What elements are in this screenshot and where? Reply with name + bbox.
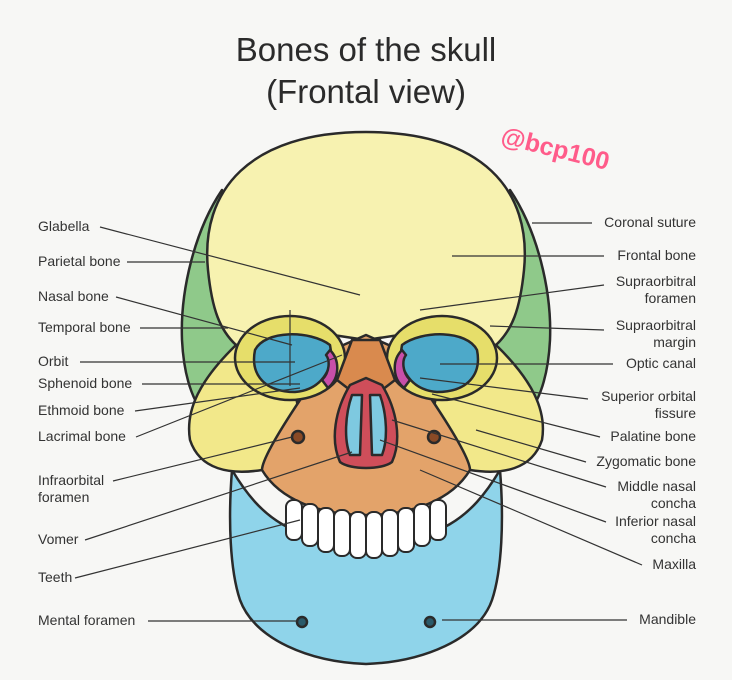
label-inferior-nasal-line1: Inferior nasal	[615, 513, 696, 529]
page-title: Bones of the skull	[235, 31, 497, 68]
label-nasal-bone: Nasal bone	[38, 288, 109, 304]
page-subtitle: (Frontal view)	[266, 73, 466, 110]
fissure-left	[320, 348, 339, 390]
infraorbital-foramen-left	[290, 429, 306, 445]
label-supraorbital-foramen: Supraorbitral foramen	[616, 273, 696, 307]
label-middle-nasal-line1: Middle nasal	[617, 478, 696, 494]
label-middle-nasal-line2: concha	[650, 495, 696, 511]
label-maxilla: Maxilla	[652, 556, 696, 572]
label-middle-nasal-concha: Middle nasal concha	[617, 478, 696, 512]
label-infraorbital-foramen: Infraorbital foramen	[38, 472, 104, 506]
label-inferior-nasal-concha: Inferior nasal concha	[615, 513, 696, 547]
label-temporal-bone: Temporal bone	[38, 319, 131, 335]
label-inferior-nasal-line2: concha	[650, 530, 696, 546]
label-parietal-bone: Parietal bone	[38, 253, 121, 269]
frontal-bone-shape	[205, 130, 527, 347]
label-lacrimal-bone: Lacrimal bone	[38, 428, 126, 444]
label-palatine-bone: Palatine bone	[610, 428, 696, 444]
label-superior-orbital-line1: Superior orbital	[601, 388, 696, 404]
mental-foramen-left	[295, 615, 309, 629]
label-supraorbital-foramen-line2: foramen	[644, 290, 696, 306]
label-infraorbital-line1: Infraorbital	[38, 472, 105, 488]
concha-left	[344, 393, 364, 457]
label-optic-canal: Optic canal	[625, 355, 696, 371]
label-orbit: Orbit	[38, 353, 69, 369]
label-infraorbital-line2: foramen	[38, 489, 90, 505]
mental-foramen-right	[423, 615, 437, 629]
label-supraorbital-margin-line1: Supraorbitral	[615, 317, 696, 333]
label-superior-orbital-fissure: Superior orbital fissure	[601, 388, 696, 422]
label-supraorbital-margin: Supraorbitral margin	[616, 317, 696, 351]
label-mandible: Mandible	[639, 611, 696, 627]
label-teeth: Teeth	[38, 569, 73, 585]
label-ethmoid-bone: Ethmoid bone	[38, 402, 125, 418]
fissure-right	[393, 348, 412, 390]
label-vomer: Vomer	[38, 531, 79, 547]
concha-right	[368, 393, 388, 457]
label-mental-foramen: Mental foramen	[38, 612, 136, 628]
label-coronal-suture: Coronal suture	[604, 214, 696, 230]
label-frontal-bone: Frontal bone	[617, 247, 696, 263]
label-sphenoid-bone: Sphenoid bone	[38, 375, 133, 391]
label-supraorbital-foramen-line1: Supraorbitral	[615, 273, 696, 289]
leader-lines	[74, 222, 643, 622]
orbit-left-inner	[252, 333, 333, 394]
label-superior-orbital-line2: fissure	[654, 405, 696, 421]
label-zygomatic-bone: Zygomatic bone	[596, 453, 696, 469]
label-supraorbital-margin-line2: margin	[653, 334, 696, 350]
label-glabella: Glabella	[38, 218, 90, 234]
